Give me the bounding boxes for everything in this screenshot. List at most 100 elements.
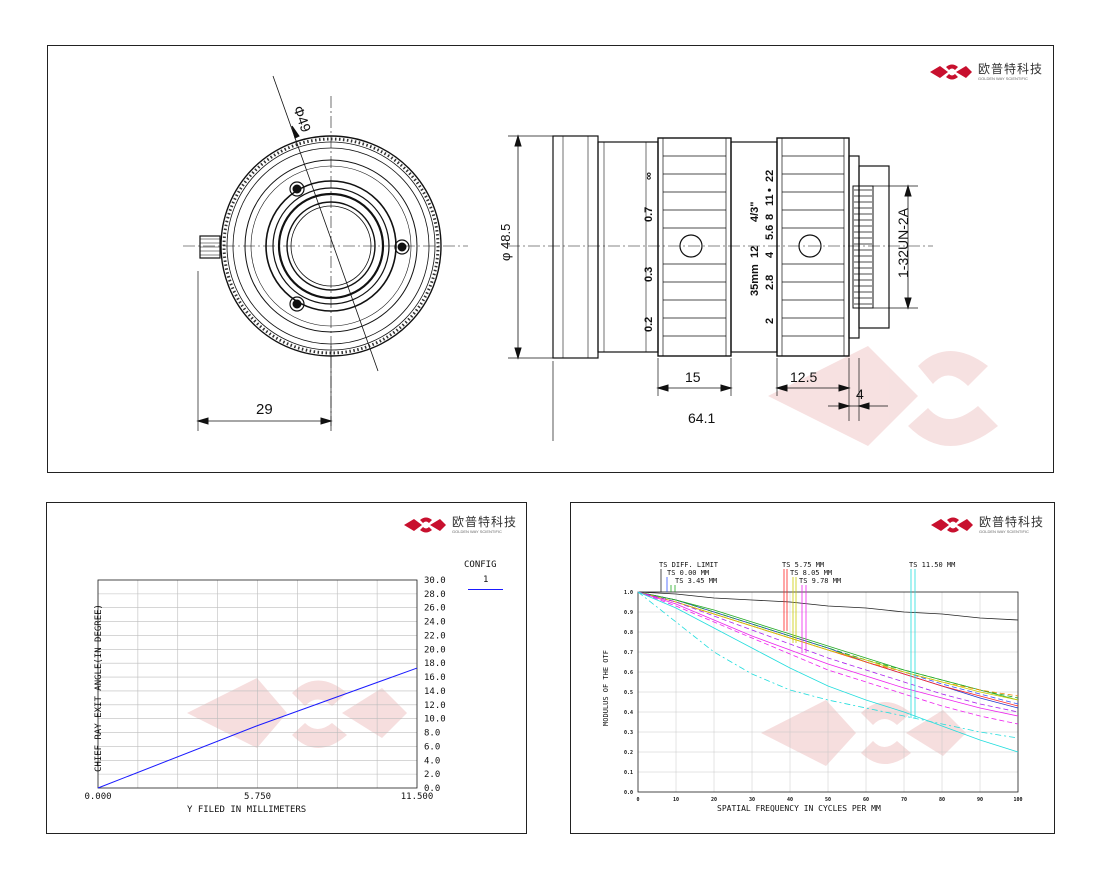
iris-mark-5-6: 5.6 — [764, 225, 776, 240]
y-tick-label: 6.0 — [424, 742, 440, 752]
field-label: TS 11.50 MM — [909, 561, 955, 569]
brand-mark-icon — [404, 517, 446, 533]
y-tick-label: 0.0 — [424, 784, 440, 794]
y-tick-label: 28.0 — [424, 590, 446, 600]
lens-drawing: Φ49 29 — [183, 75, 998, 446]
x-tick-label: 90 — [977, 797, 983, 803]
y-tick-label: 16.0 — [424, 673, 446, 683]
side-diameter-label: φ 48.5 — [498, 224, 513, 261]
y-tick-label: 0.7 — [624, 650, 633, 656]
y-tick-label: 0.8 — [624, 630, 633, 636]
x-tick-label: 10 — [673, 797, 679, 803]
y-tick-label: 0.0 — [624, 790, 633, 796]
brand-logo-3: 欧普特科技 GOLDEN WAY SCIENTIFIC — [929, 516, 1044, 534]
watermark-icon — [768, 346, 998, 446]
x-tick-label: 20 — [711, 797, 717, 803]
y-tick-label: 0.5 — [624, 690, 633, 696]
y-tick-label: 22.0 — [424, 631, 446, 641]
iris-mark-11: 11 — [764, 194, 776, 206]
watermark-icon — [187, 678, 407, 748]
y-tick-label: 14.0 — [424, 687, 446, 697]
mtf-series-4 — [637, 591, 1019, 699]
cra-chart-panel: 欧普特科技 GOLDEN WAY SCIENTIFIC 0.0 2.0 4.0 6.0… — [46, 502, 527, 834]
iris-mark-22: 22 — [764, 170, 776, 182]
focus-mark-infinity: ∞ — [643, 172, 655, 180]
brand-logo-2: 欧普特科技 GOLDEN WAY SCIENTIFIC — [402, 516, 517, 534]
y-tick-label: 26.0 — [424, 604, 446, 614]
y-tick-label: 0.3 — [624, 730, 633, 736]
y-tick-label: 24.0 — [424, 618, 446, 628]
field-label: TS 3.45 MM — [675, 577, 717, 585]
mtf-chart-panel: 欧普特科技 GOLDEN WAY SCIENTIFIC 0.0 0.1 0.2 0.3… — [570, 502, 1055, 834]
front-view — [183, 75, 468, 431]
front-width-label: 29 — [256, 401, 273, 418]
x-tick-label: 30 — [749, 797, 755, 803]
plot-frame — [97, 579, 418, 789]
field-label: TS 5.75 MM — [782, 561, 824, 569]
flange-label: 4 — [856, 386, 864, 402]
cra-chart: 0.02.04.06.08.010.012.014.016.018.020.02… — [84, 576, 446, 802]
y-tick-label: 0.1 — [624, 770, 633, 776]
x-tick-label: 60 — [863, 797, 869, 803]
brand-name-zh: 欧普特科技 — [979, 515, 1045, 529]
x-tick-label: 0 — [636, 797, 639, 803]
y-tick-label: 12.0 — [424, 701, 446, 711]
mtf-series-10 — [637, 591, 1019, 725]
field-label: TS DIFF. LIMIT — [659, 561, 719, 569]
focal-35mm-label: 35mm — [749, 264, 761, 296]
iris-mark-8: 8 — [764, 214, 776, 220]
brand-logo: 欧普特科技 GOLDEN WAY SCIENTIFIC — [928, 63, 1043, 81]
x-tick-label: 80 — [939, 797, 945, 803]
mtf-series-8 — [637, 591, 1019, 713]
watermark-icon — [761, 700, 966, 766]
y-tick-label: 4.0 — [424, 756, 440, 766]
legend-swatch-1 — [468, 589, 503, 590]
mtf-ylabel: MODULUS OF THE OTF — [602, 650, 610, 726]
side-view — [508, 134, 933, 441]
focus-mark-0-7: 0.7 — [643, 207, 655, 222]
cra-ylabel: CHIEF RAY EXIT ANGLE(IN DEGREE) — [94, 604, 104, 772]
field-label: TS 9.78 MM — [799, 577, 841, 585]
format-label: 4/3" — [749, 201, 761, 222]
iris-ring-width-label: 12.5 — [790, 369, 817, 385]
iris-mark-4: 4 — [764, 251, 776, 258]
brand-name-en: GOLDEN WAY SCIENTIFIC — [979, 529, 1029, 534]
legend-title: CONFIG — [464, 560, 497, 570]
x-tick-label: 5.750 — [244, 792, 271, 802]
mechanical-drawing-panel: 欧普特科技 GOLDEN WAY SCIENTIFIC — [47, 45, 1054, 473]
y-tick-label: 2.0 — [424, 770, 440, 780]
iris-mark-2-8: 2.8 — [764, 275, 776, 290]
mtf-xlabel: SPATIAL FREQUENCY IN CYCLES PER MM — [717, 804, 881, 813]
mtf-series-0 — [637, 591, 1019, 621]
focus-ring-width-label: 15 — [685, 369, 701, 385]
iris-bullet: • — [764, 188, 776, 192]
length-label: 64.1 — [688, 410, 715, 426]
legend-entry-1: 1 — [483, 575, 489, 585]
y-tick-label: 30.0 — [424, 576, 446, 586]
y-tick-label: 0.2 — [624, 750, 633, 756]
y-tick-label: 18.0 — [424, 659, 446, 669]
x-tick-label: 11.500 — [401, 792, 434, 802]
mtf-series-11 — [637, 591, 1019, 753]
brand-name-zh: 欧普特科技 — [452, 515, 518, 529]
y-tick-label: 0.6 — [624, 670, 633, 676]
brand-name-en: GOLDEN WAY SCIENTIFIC — [978, 76, 1028, 81]
x-tick-label: 70 — [901, 797, 907, 803]
series-line-1 — [97, 667, 418, 789]
field-label: TS 0.00 MM — [667, 569, 709, 577]
brand-mark-icon — [930, 64, 972, 80]
iris-mark-2: 2 — [764, 318, 776, 324]
mtf-series-7 — [637, 591, 1019, 701]
x-tick-label: 100 — [1013, 797, 1022, 803]
plot-frame — [637, 591, 1019, 793]
f12-label: 12 — [749, 246, 761, 258]
mtf-series-9 — [637, 591, 1019, 717]
brand-name-zh: 欧普特科技 — [978, 62, 1044, 76]
y-tick-label: 8.0 — [424, 729, 440, 739]
brand-mark-icon — [931, 517, 973, 533]
brand-name-en: GOLDEN WAY SCIENTIFIC — [452, 529, 502, 534]
focus-mark-0-3: 0.3 — [643, 267, 655, 282]
y-tick-label: 0.4 — [624, 710, 633, 716]
thread-label: 1-32UN-2A — [895, 207, 911, 278]
